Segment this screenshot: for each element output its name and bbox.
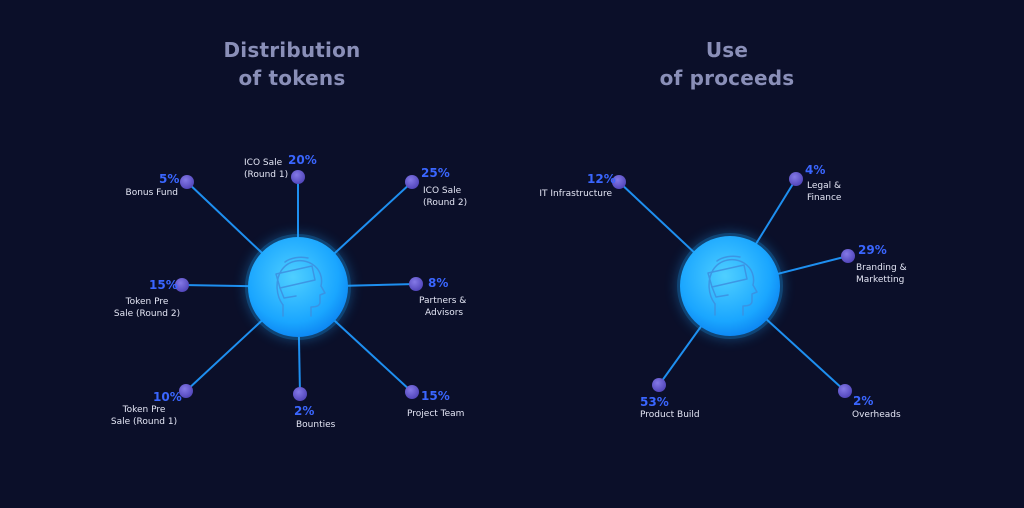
right-label-it-infra-line1: IT Infrastructure [539,189,612,199]
left-node-partners [409,277,423,291]
left-node-ico-round2 [405,175,419,189]
left-label-partners: Partners & Advisors [419,295,479,319]
left-label-token-presale-r2: Token Pre Sale (Round 2) [107,296,187,320]
left-node-token-presale-r2 [175,278,189,292]
right-label-legal: Legal & Finance [807,180,857,204]
right-label-product-build: Product Build [640,409,710,421]
right-pct-legal: 4% [805,163,826,177]
left-label-bounties-line1: Bounties [296,420,336,430]
left-pct-ico-round2: 25% [421,166,450,180]
left-label-token-presale-r2-line1: Token Pre [125,297,169,307]
left-node-bonus-fund [180,175,194,189]
left-label-partners-line1: Partners & [419,296,467,306]
left-node-ico-round1 [291,170,305,184]
left-node-token-presale-r1 [179,384,193,398]
right-nodes [612,172,855,398]
right-node-it-infra [612,175,626,189]
left-label-ico-round1-line1: ICO Sale [244,158,283,168]
left-label-ico-round2-line1: ICO Sale [423,186,462,196]
left-label-bonus-fund-line1: Bonus Fund [125,188,178,198]
right-label-legal-line2: Finance [807,193,842,203]
right-label-product-build-line1: Product Build [640,410,700,420]
left-pct-project-team: 15% [421,389,450,403]
right-pct-overheads: 2% [853,394,874,408]
proceeds-title-line2: of proceeds [659,66,795,90]
right-label-branding-line2: Marketting [856,275,905,285]
right-node-overheads [838,384,852,398]
left-label-ico-round1-line2: (Round 1) [244,170,289,180]
vr-headset-head-icon [275,256,326,317]
vr-headset-head-icon [707,255,758,316]
distribution-title-line1: Distribution [223,38,361,62]
left-pct-token-presale-r2: 15% [149,278,178,292]
right-node-branding [841,249,855,263]
left-label-partners-line2: Advisors [425,308,464,318]
proceeds-title: Use of proceeds [597,36,857,92]
left-label-token-presale-r1-line1: Token Pre [122,405,166,415]
right-pct-branding: 29% [858,243,887,257]
right-label-legal-line1: Legal & [807,181,842,191]
proceeds-title-line1: Use [705,38,749,62]
left-pct-bounties: 2% [294,404,315,418]
left-label-bonus-fund: Bonus Fund [118,187,178,199]
left-label-ico-round1: ICO Sale (Round 1) [244,157,294,181]
left-label-token-presale-r1-line2: Sale (Round 1) [110,417,178,427]
left-node-project-team [405,385,419,399]
right-label-overheads: Overheads [852,409,912,421]
right-node-product-build [652,378,666,392]
right-label-overheads-line1: Overheads [852,410,901,420]
right-hub-circle [680,236,780,336]
left-hub [245,234,351,340]
left-label-bounties: Bounties [296,419,346,431]
right-node-legal [789,172,803,186]
distribution-title: Distribution of tokens [162,36,422,92]
right-pct-it-infra: 12% [587,172,616,186]
right-label-branding-line1: Branding & [856,263,907,273]
left-label-project-team: Project Team [407,408,477,420]
left-node-bounties [293,387,307,401]
left-label-token-presale-r2-line2: Sale (Round 2) [113,309,181,319]
left-label-project-team-line1: Project Team [407,409,465,419]
distribution-title-line2: of tokens [238,66,346,90]
right-label-it-infra: IT Infrastructure [520,188,612,200]
left-label-token-presale-r1: Token Pre Sale (Round 1) [104,404,184,428]
right-pct-product-build: 53% [640,395,669,409]
right-label-branding: Branding & Marketting [856,262,926,286]
left-pct-token-presale-r1: 10% [153,390,182,404]
left-pct-partners: 8% [428,276,449,290]
right-hub [677,233,783,339]
left-hub-circle [248,237,348,337]
left-label-ico-round2: ICO Sale (Round 2) [423,185,473,209]
left-pct-bonus-fund: 5% [159,172,180,186]
left-nodes [175,170,423,401]
left-pct-ico-round1: 20% [288,153,317,167]
left-label-ico-round2-line2: (Round 2) [423,198,468,208]
